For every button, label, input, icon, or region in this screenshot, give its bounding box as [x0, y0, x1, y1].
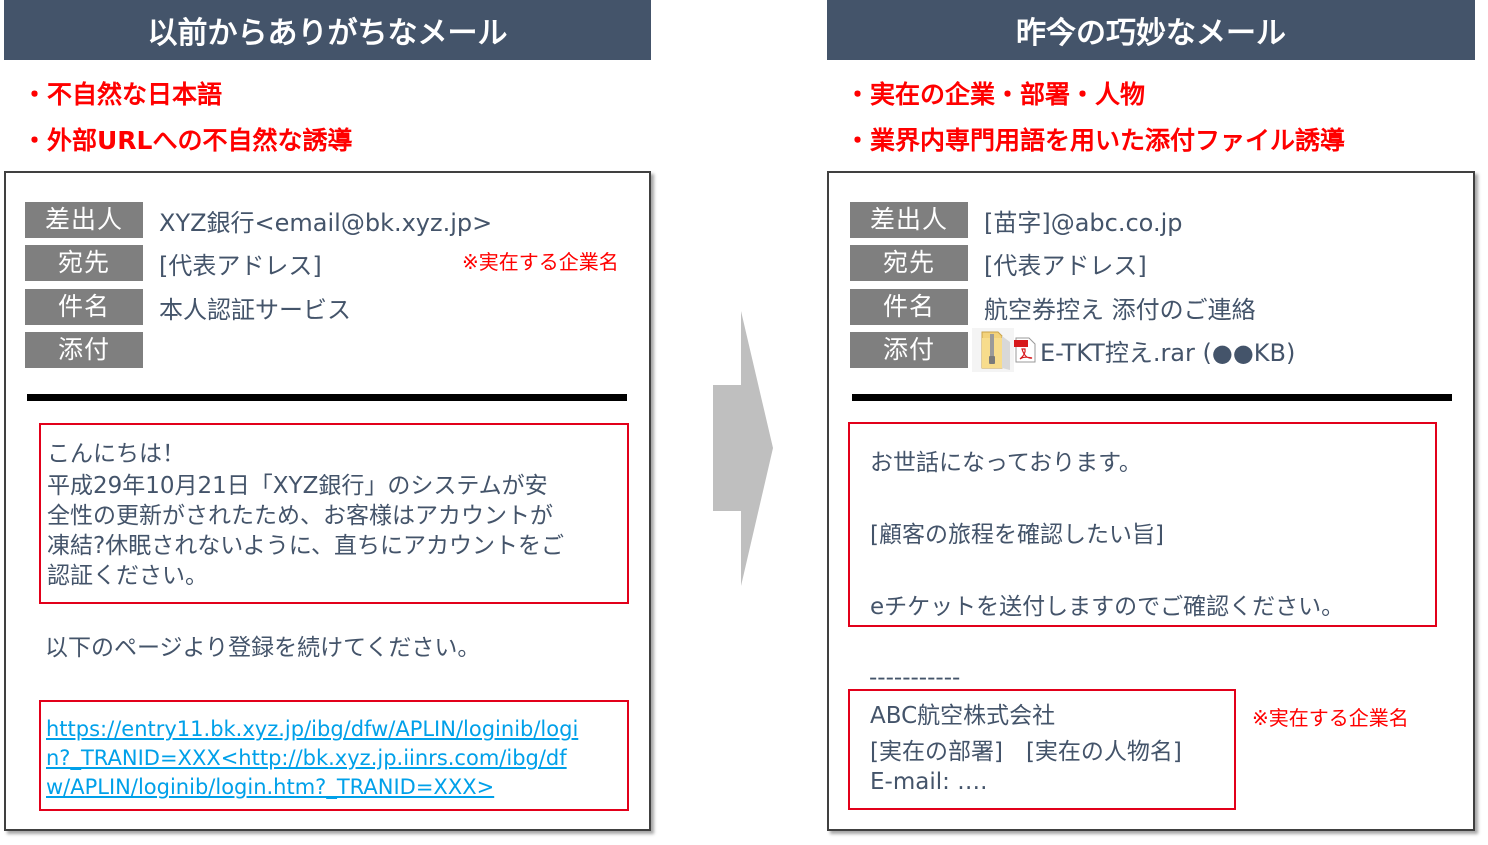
body-line: 全性の更新がされたため、お客様はアカウントが	[47, 503, 553, 529]
body-highlight-box: お世話になっております。 [顧客の旅程を確認したい旨] eチケットを送付しますの…	[848, 422, 1437, 627]
zip-folder-icon	[972, 328, 1014, 372]
body-line: 認証ください。	[47, 563, 208, 589]
header-divider	[27, 394, 627, 401]
body-line: 平成29年10月21日「XYZ銀行」のシステムが安	[47, 473, 548, 499]
field-sender: 差出人 XYZ銀行<email@bk.xyz.jp>	[25, 202, 492, 238]
field-value: 航空券控え 添付のご連絡	[984, 295, 1256, 324]
body-line: eチケットを送付しますのでご確認ください。	[870, 594, 1345, 620]
phishing-link[interactable]: n?_TRANID=XXX<http://bk.xyz.jp.iinrs.com…	[46, 746, 567, 770]
field-label: 件名	[850, 289, 968, 325]
right-header: 昨今の巧妙なメール	[827, 0, 1475, 60]
body-line: [顧客の旅程を確認したい旨]	[870, 522, 1164, 548]
left-title: 以前からありがちなメール	[147, 16, 508, 51]
suspicious-link-box: https://entry11.bk.xyz.jp/ibg/dfw/APLIN/…	[39, 700, 629, 811]
signature-separator: -----------	[869, 665, 961, 691]
field-label: 宛先	[850, 245, 968, 281]
bullet-item: ・業界内専門用語を用いた添付ファイル誘導	[845, 126, 1346, 155]
real-company-note: ※実在する企業名	[1252, 706, 1409, 730]
signature-line: [実在の部署] [実在の人物名]	[870, 739, 1182, 765]
field-attachment: 添付 E-TKT控え.rar (●●KB)	[850, 328, 1295, 372]
field-sender: 差出人 [苗字]@abc.co.jp	[850, 202, 1182, 238]
real-company-note: ※実在する企業名	[462, 250, 619, 274]
field-label: 件名	[25, 289, 143, 325]
field-attachment: 添付	[25, 332, 159, 368]
bullet-item: ・実在の企業・部署・人物	[845, 80, 1146, 109]
right-title: 昨今の巧妙なメール	[1016, 16, 1286, 51]
right-email-card: 差出人 [苗字]@abc.co.jp 宛先 [代表アドレス] 件名 航空券控え …	[827, 171, 1475, 831]
bullet-item: ・外部URLへの不自然な誘導	[22, 126, 353, 155]
pdf-icon	[1014, 337, 1036, 363]
field-subject: 件名 本人認証サービス	[25, 289, 351, 325]
arrow-right-icon	[713, 311, 773, 586]
field-subject: 件名 航空券控え 添付のご連絡	[850, 289, 1256, 325]
field-label: 添付	[850, 332, 968, 368]
body-line: こんにちは！	[47, 441, 185, 467]
right-bullets: ・実在の企業・部署・人物 ・業界内専門用語を用いた添付ファイル誘導	[845, 72, 1345, 164]
body-line: 凍結?休眠されないように、直ちにアカウントをご	[47, 533, 565, 559]
field-recipient: 宛先 [代表アドレス]	[850, 245, 1147, 281]
attachment-filename: E-TKT控え.rar (●●KB)	[1040, 338, 1296, 367]
signature-line: ABC航空株式会社	[870, 703, 1056, 729]
field-label: 添付	[25, 332, 143, 368]
field-value: [苗字]@abc.co.jp	[984, 208, 1183, 237]
signature-line: E-mail: ….	[870, 769, 988, 795]
field-label: 宛先	[25, 245, 143, 281]
field-value: 本人認証サービス	[159, 295, 351, 324]
field-label: 差出人	[25, 202, 143, 238]
attachment-value[interactable]: E-TKT控え.rar (●●KB)	[972, 328, 1296, 372]
phishing-link[interactable]: https://entry11.bk.xyz.jp/ibg/dfw/APLIN/…	[46, 717, 579, 741]
header-divider	[852, 394, 1452, 401]
body-line: お世話になっております。	[870, 450, 1142, 476]
field-recipient: 宛先 [代表アドレス]	[25, 245, 322, 281]
left-bullets: ・不自然な日本語 ・外部URLへの不自然な誘導	[22, 72, 352, 164]
field-value: XYZ銀行<email@bk.xyz.jp>	[159, 208, 493, 237]
field-value: [代表アドレス]	[984, 251, 1147, 280]
signature-box: ABC航空株式会社 [実在の部署] [実在の人物名] E-mail: ….	[848, 689, 1236, 810]
unnatural-text-box: こんにちは！ 平成29年10月21日「XYZ銀行」のシステムが安 全性の更新がさ…	[39, 423, 629, 604]
field-value: [代表アドレス]	[159, 251, 322, 280]
instruction-text: 以下のページより登録を続けてください。	[45, 635, 481, 661]
left-header: 以前からありがちなメール	[4, 0, 651, 60]
left-email-card: 差出人 XYZ銀行<email@bk.xyz.jp> 宛先 [代表アドレス] 件…	[4, 171, 651, 831]
bullet-item: ・不自然な日本語	[22, 80, 223, 109]
phishing-link[interactable]: w/APLIN/loginib/login.htm?_TRANID=XXX>	[46, 775, 495, 799]
field-label: 差出人	[850, 202, 968, 238]
